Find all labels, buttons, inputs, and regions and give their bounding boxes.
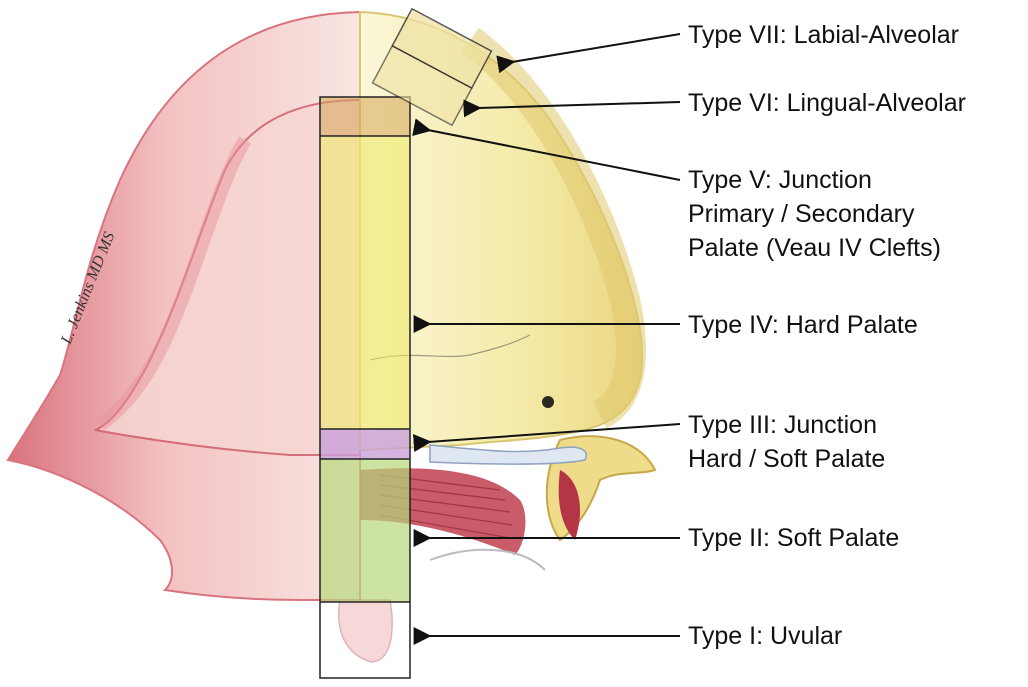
label-line: Type VI: Lingual-Alveolar	[688, 86, 966, 120]
label-line: Type III: Junction	[688, 408, 885, 442]
label-line: Type IV: Hard Palate	[688, 308, 918, 342]
zone-type-ii	[320, 459, 410, 602]
label-type-iii: Type III: Junction Hard / Soft Palate	[688, 408, 885, 476]
zone-type-iv	[320, 136, 410, 429]
greater-palatine-foramen	[542, 396, 554, 408]
leader-type-vii	[512, 34, 680, 62]
label-line: Hard / Soft Palate	[688, 442, 885, 476]
zone-type-i	[320, 602, 410, 678]
label-line: Type VII: Labial-Alveolar	[688, 18, 959, 52]
pharyngeal-arch	[430, 550, 545, 570]
label-type-iv: Type IV: Hard Palate	[688, 308, 918, 342]
label-type-v: Type V: Junction Primary / Secondary Pal…	[688, 163, 941, 265]
label-line: Type V: Junction	[688, 163, 941, 197]
zone-type-v	[320, 97, 410, 136]
tendon	[430, 445, 586, 464]
label-line: Type II: Soft Palate	[688, 521, 899, 555]
label-type-i: Type I: Uvular	[688, 619, 842, 653]
label-line: Type I: Uvular	[688, 619, 842, 653]
label-type-vii: Type VII: Labial-Alveolar	[688, 18, 959, 52]
label-type-vi: Type VI: Lingual-Alveolar	[688, 86, 966, 120]
label-type-ii: Type II: Soft Palate	[688, 521, 899, 555]
label-line: Primary / Secondary	[688, 197, 941, 231]
zone-type-iii	[320, 429, 410, 459]
label-line: Palate (Veau IV Clefts)	[688, 231, 941, 265]
